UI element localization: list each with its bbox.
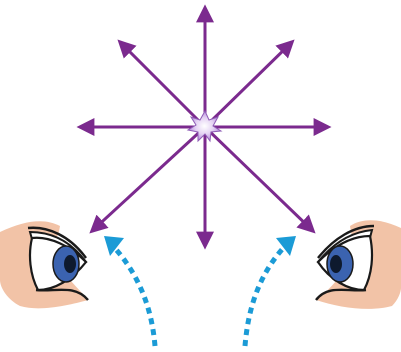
ray-down-left — [92, 127, 205, 231]
ray-up-left — [120, 42, 205, 127]
ray-down-right — [205, 127, 313, 231]
right-eye-pupil — [330, 255, 342, 273]
right-eye — [316, 220, 401, 309]
right-sight-dotted-curve — [245, 245, 286, 346]
left-sight-path — [104, 236, 155, 346]
left-eye — [0, 221, 88, 308]
left-sight-dotted-curve — [112, 245, 155, 346]
left-eye-pupil — [64, 255, 76, 273]
right-sight-path — [245, 236, 296, 346]
ray-up-right — [205, 42, 292, 127]
